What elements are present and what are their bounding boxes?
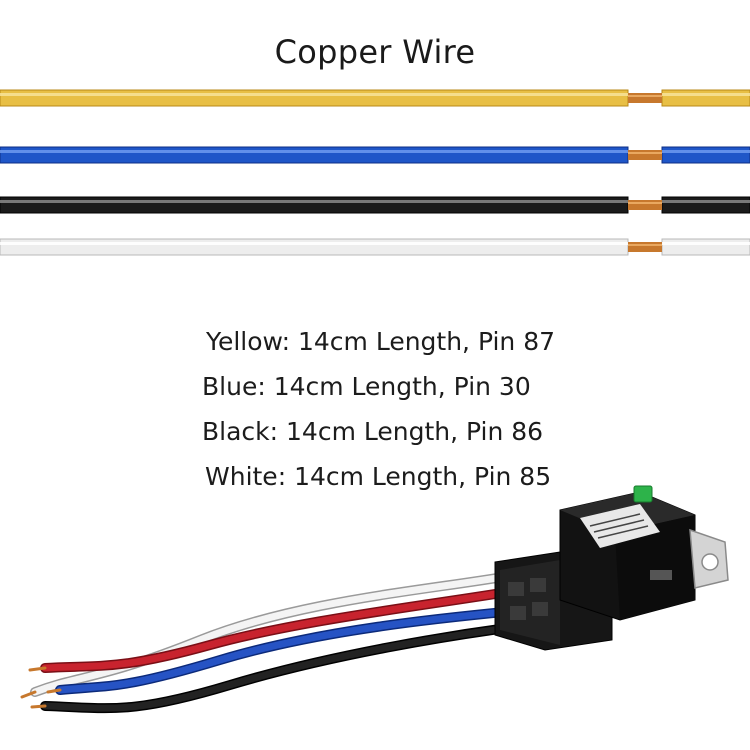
mounting-bracket [689,528,729,589]
copper-core [628,200,662,210]
wire-white [0,238,750,256]
copper-core [628,242,662,252]
copper-core [628,150,662,160]
spec-white: White: 14cm Length, Pin 85 [205,462,552,491]
spec-blue: Blue: 14cm Length, Pin 30 [202,372,531,401]
fuse-icon [633,485,653,503]
spec-black: Black: 14cm Length, Pin 86 [202,417,544,446]
wire-specifications: Yellow: 14cm Length, Pin 87 Blue: 14cm L… [200,322,620,502]
wire-group [0,89,750,256]
relay-body [559,485,696,621]
wire-yellow [0,89,750,107]
relay-with-harness [20,485,729,714]
spec-yellow: Yellow: 14cm Length, Pin 87 [206,327,556,356]
wire-black [0,196,750,214]
copper-wire-samples [0,89,750,256]
wire-blue [0,146,750,164]
copper-core [628,93,662,103]
harness-wires [20,570,535,714]
page-title: Copper Wire [274,33,476,71]
relay-socket [494,551,613,651]
